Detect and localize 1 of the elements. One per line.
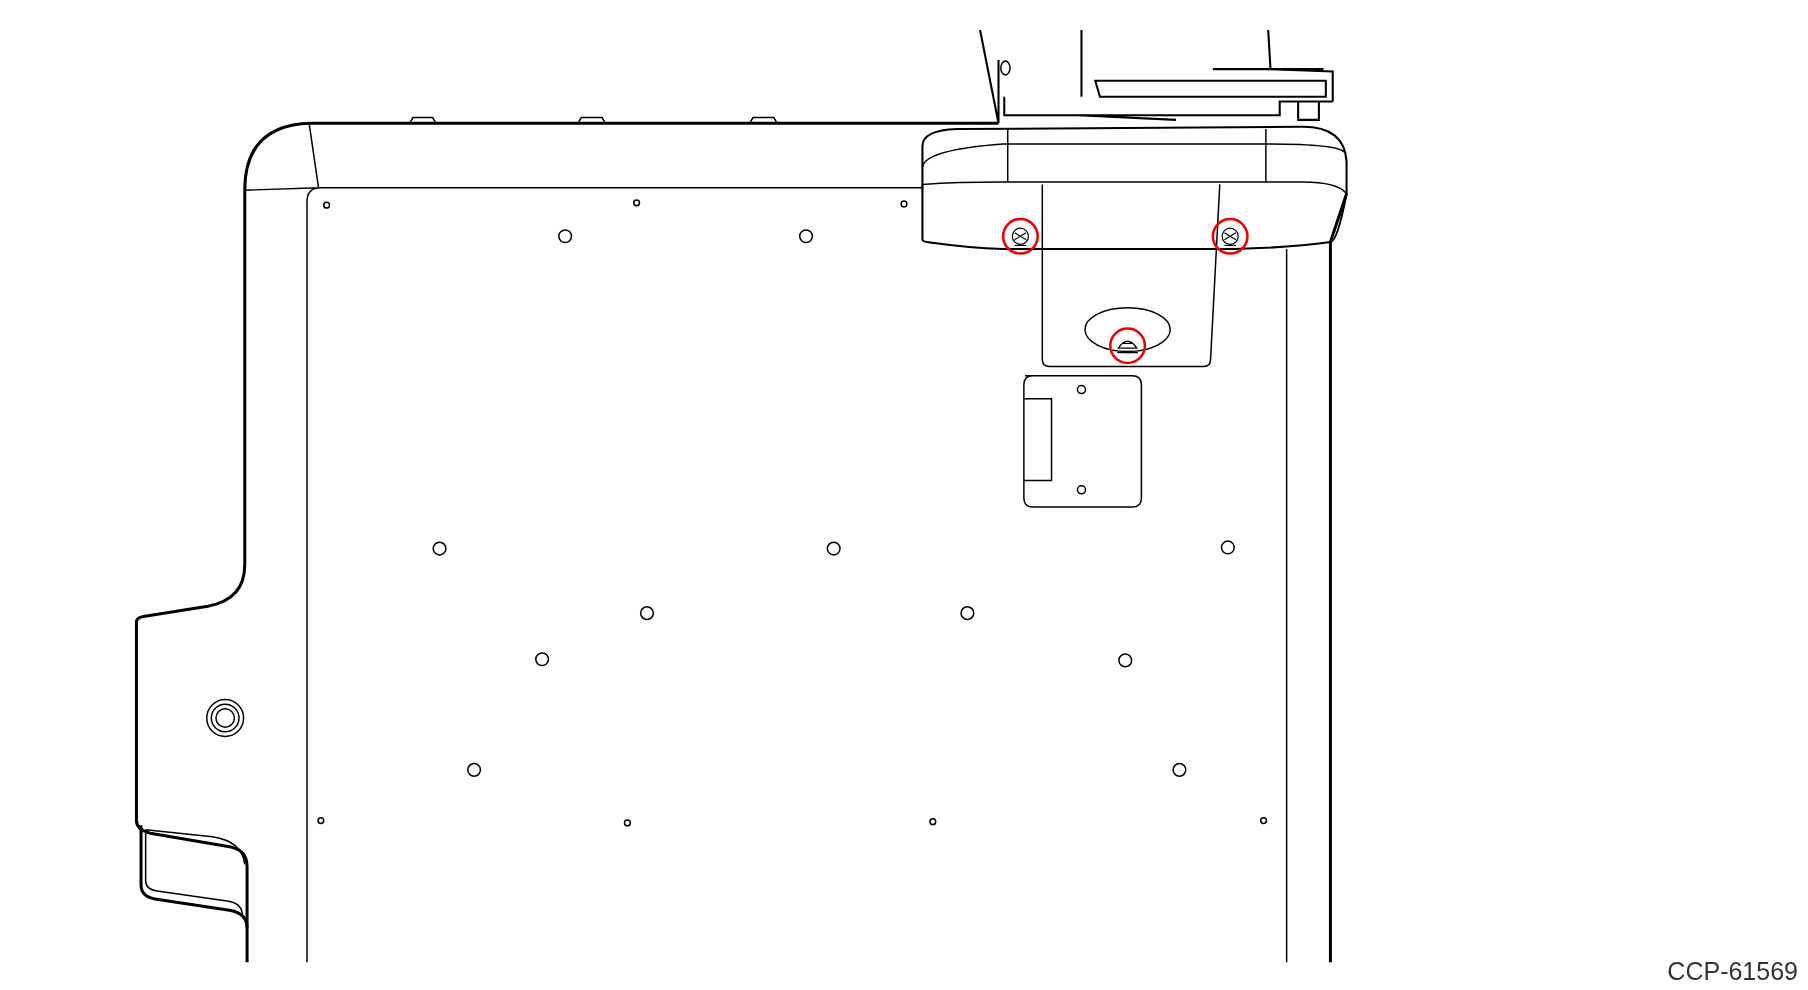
figure-code: CCP-61569 — [1667, 957, 1798, 986]
